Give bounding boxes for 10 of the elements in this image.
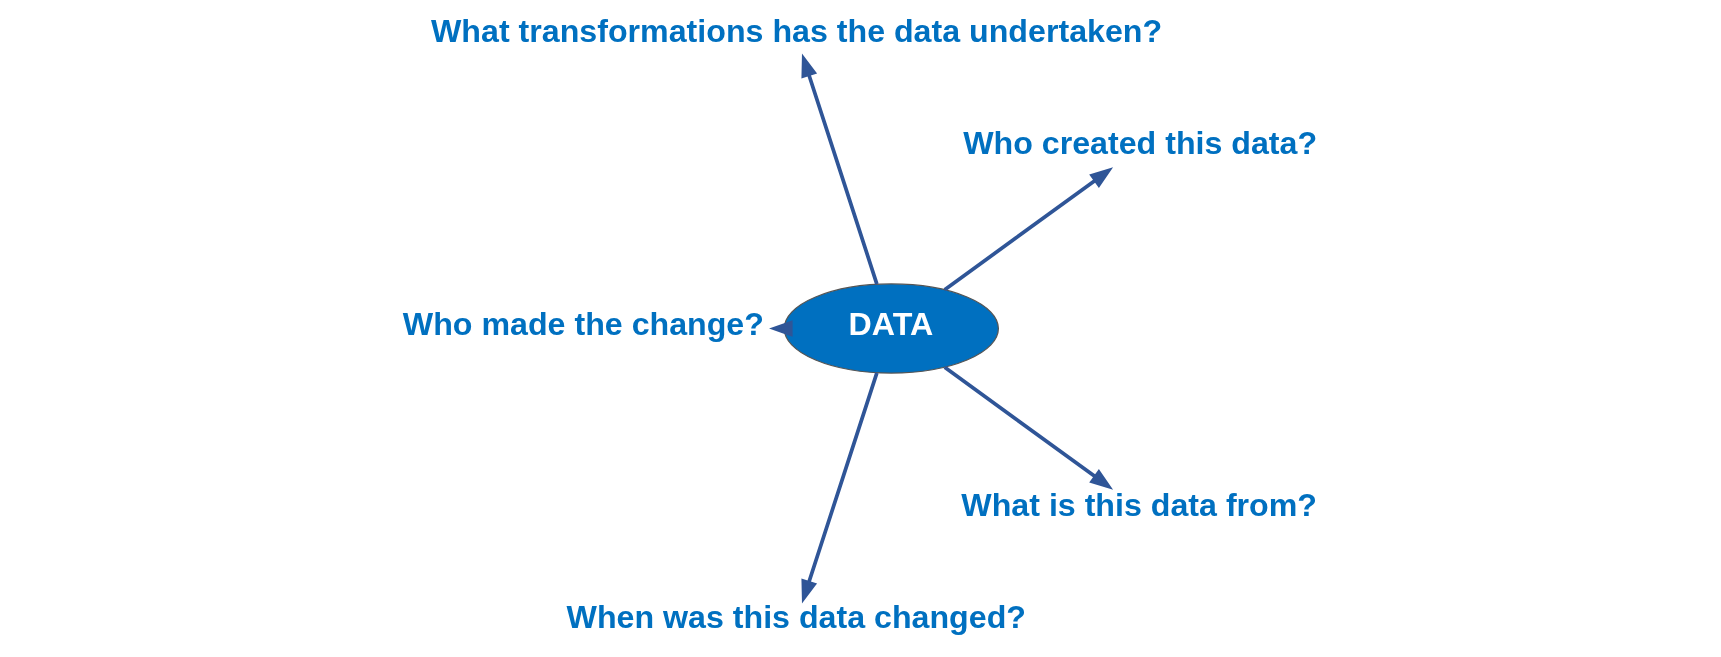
arrow <box>800 53 879 285</box>
arrow <box>768 320 793 337</box>
node-text: Who made the change? <box>402 306 764 343</box>
arrow <box>943 365 1113 490</box>
arrow <box>800 372 879 604</box>
arrow <box>943 167 1113 292</box>
node-text: What is this data from? <box>960 486 1317 523</box>
node-text: When was this data changed? <box>566 598 1026 635</box>
node-text: What transformations has the data undertaken? <box>430 13 1162 50</box>
node-text: Who created this data? <box>962 125 1317 162</box>
